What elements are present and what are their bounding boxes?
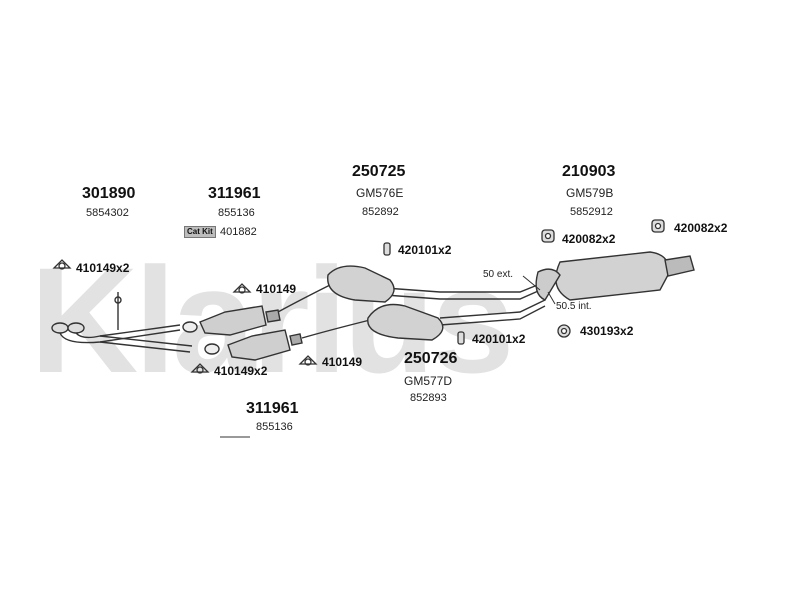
reference-number: 5854302 (86, 207, 129, 219)
rubber-mount-icon (651, 219, 665, 233)
catalytic-converter-lower (204, 329, 303, 361)
rubber-mount-icon (541, 229, 555, 243)
reference-number: 5852912 (570, 206, 613, 218)
part-number-250726: 250726 (404, 350, 458, 367)
part-number-311961: 311961 (208, 185, 261, 202)
part-number-210903: 210903 (562, 163, 616, 180)
reference-number: 852893 (410, 392, 447, 404)
extension-note: 50.5 int. (556, 301, 592, 312)
reference-number: 852892 (362, 206, 399, 218)
gasket-icon (232, 283, 252, 294)
cat-kit-badge: Cat Kit (184, 226, 216, 238)
extension-marker (522, 275, 556, 305)
clamp-icon (383, 242, 391, 256)
hardware-label: 410149 (322, 355, 363, 369)
part-number-301890: 301890 (82, 185, 136, 202)
middle-pipes (277, 281, 546, 339)
clamp-icon (457, 331, 465, 345)
part-number-250725: 250725 (352, 163, 406, 180)
gasket-icon (190, 363, 210, 374)
model-code: GM579B (566, 186, 614, 200)
model-code: GM576E (356, 186, 404, 200)
front-downpipe (51, 292, 193, 353)
part-number-311961: 311961 (246, 400, 299, 417)
extension-note: 50 ext. (483, 269, 514, 280)
middle-silencer-upper (327, 265, 395, 303)
reference-number: 855136 (218, 207, 255, 219)
reference-number: 855136 (256, 421, 293, 433)
rear-silencer (535, 251, 695, 301)
hardware-label: 410149x2 (214, 364, 268, 378)
gasket-icon (298, 355, 318, 366)
reference-number: 401882 (220, 226, 257, 238)
hardware-label: 420082x2 (674, 221, 728, 235)
hanger-icon (557, 324, 571, 338)
hardware-label: 410149 (256, 282, 297, 296)
catalytic-converter-upper (182, 305, 281, 336)
hardware-label: 420082x2 (562, 232, 616, 246)
middle-silencer-lower (367, 303, 444, 341)
gasket-icon (52, 259, 72, 270)
model-code: GM577D (404, 374, 453, 388)
hardware-label: 430193x2 (580, 324, 634, 338)
hardware-label: 420101x2 (398, 243, 452, 257)
hardware-label: 420101x2 (472, 332, 526, 346)
hardware-label: 410149x2 (76, 261, 130, 275)
